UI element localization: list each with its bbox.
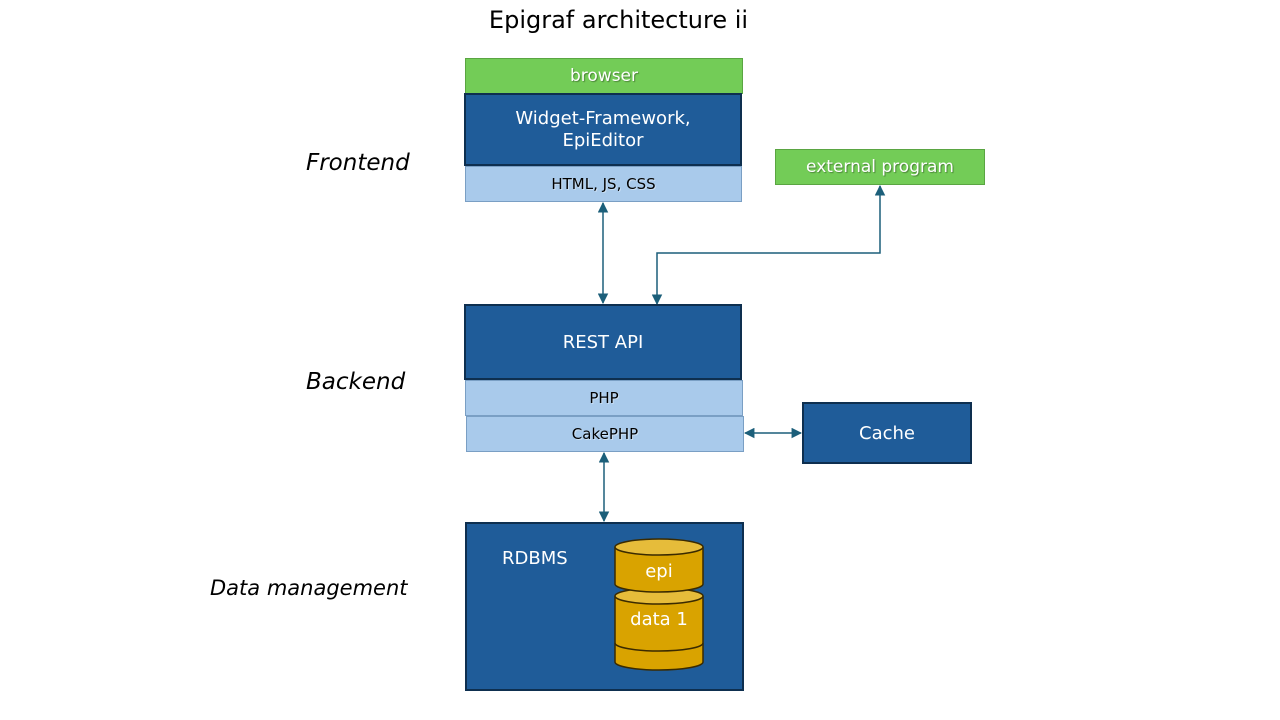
html-js-css-box: HTML, JS, CSS: [465, 166, 742, 202]
cache-box: Cache: [802, 402, 972, 464]
database-epi-label: epi: [645, 561, 673, 582]
cakephp-label: CakePHP: [571, 425, 639, 443]
tier-label-backend: Backend: [306, 369, 406, 395]
widget-framework-label: Widget-Framework, EpiEditor: [515, 107, 691, 151]
html-js-css-label: HTML, JS, CSS: [551, 175, 656, 193]
database-cylinder-data1: [614, 587, 704, 671]
rest-api-box: REST API: [464, 304, 742, 380]
browser-label: browser: [569, 66, 639, 86]
widget-framework-box: Widget-Framework, EpiEditor: [464, 93, 742, 166]
cache-label: Cache: [859, 422, 915, 444]
rdbms-label: RDBMS: [502, 548, 568, 569]
external-program-box: external program: [775, 149, 985, 185]
external-program-label: external program: [806, 157, 954, 177]
tier-label-frontend: Frontend: [306, 150, 410, 176]
database-data1-label: data 1: [630, 609, 688, 630]
rest-api-label: REST API: [562, 331, 644, 353]
php-box: PHP: [465, 380, 743, 416]
browser-box: browser: [465, 58, 743, 94]
tier-label-data-management: Data management: [210, 576, 408, 600]
database-cylinder-epi: [614, 538, 704, 593]
diagram-title: Epigraf architecture ii: [488, 6, 749, 34]
external-program-arrow: [651, 184, 886, 306]
cakephp-box: CakePHP: [466, 416, 744, 452]
php-label: PHP: [589, 389, 619, 407]
